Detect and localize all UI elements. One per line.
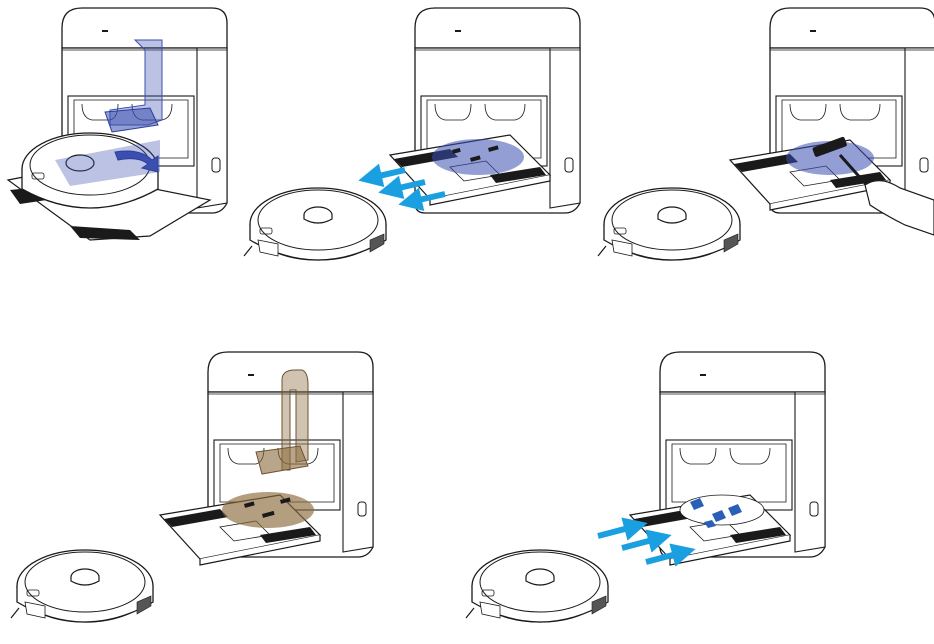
robot-2 [244,188,386,260]
robot-4 [11,550,153,622]
panel-3 [598,8,934,260]
panel-5 [466,352,825,622]
robot-5 [466,550,608,622]
robot-3 [598,188,740,260]
dirty-tray-highlight [222,492,314,528]
panel-2 [244,8,580,260]
panel-4 [11,352,373,622]
panel-1 [8,8,227,240]
